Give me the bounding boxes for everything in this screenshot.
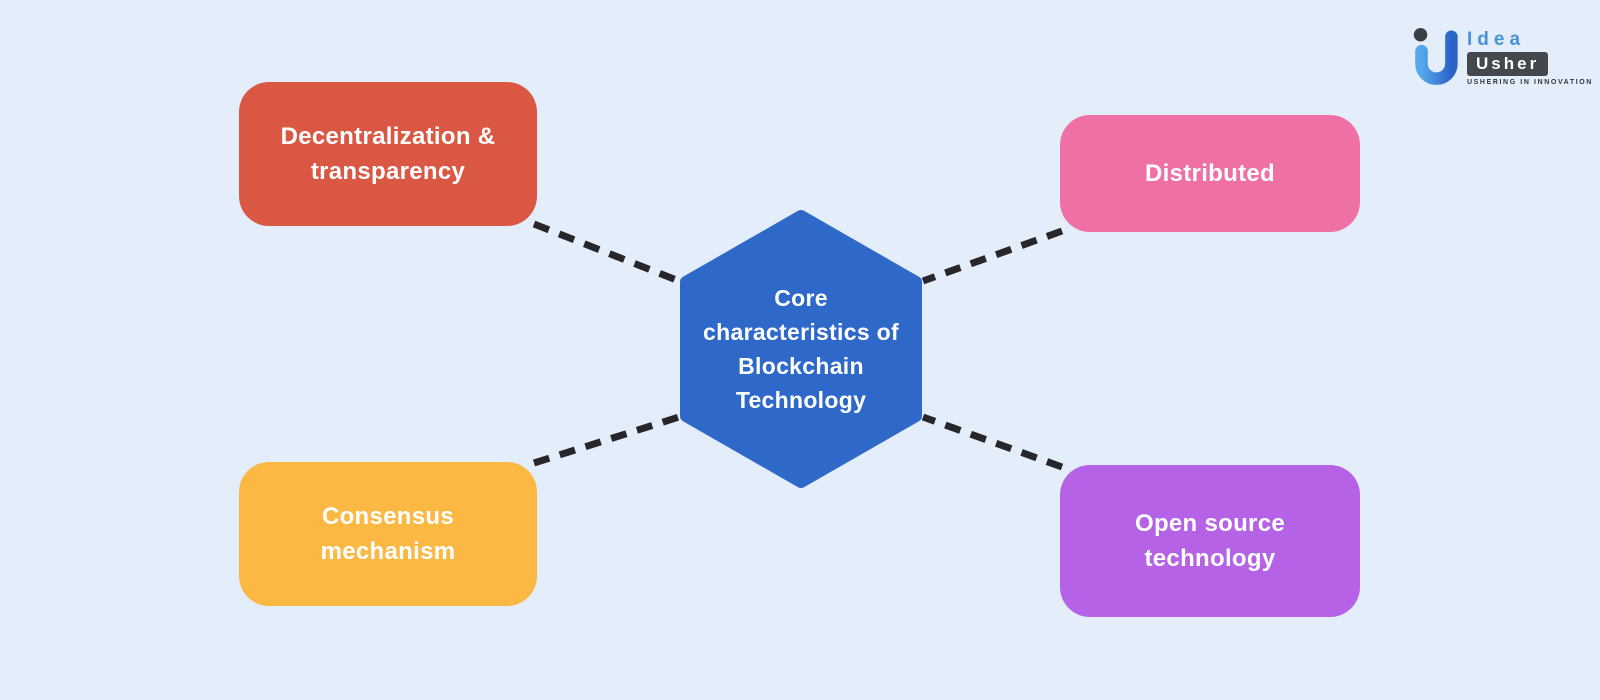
center-hexagon bbox=[680, 210, 922, 488]
node-label-line: mechanism bbox=[320, 538, 456, 565]
center-label-line: Blockchain bbox=[738, 353, 864, 379]
logo-word-idea: Idea bbox=[1467, 29, 1526, 50]
node-consensus-mechanism: Consensus mechanism bbox=[239, 462, 537, 606]
idea-usher-logo: Idea Usher USHERING IN INNOVATION bbox=[1408, 24, 1593, 88]
connector-line-bottom-left bbox=[532, 413, 681, 467]
node-label-line: Distributed bbox=[1145, 160, 1275, 187]
node-open-source-technology: Open source technology bbox=[1060, 465, 1360, 617]
logo-dot-icon bbox=[1413, 28, 1428, 42]
logo-wordmark: Idea Usher USHERING IN INNOVATION bbox=[1467, 30, 1593, 86]
logo-word-usher-box: Usher bbox=[1467, 52, 1549, 76]
node-label-line: Consensus bbox=[321, 503, 455, 530]
node-label-line: Decentralization & bbox=[280, 123, 496, 150]
center-label-line: Technology bbox=[735, 387, 867, 413]
node-decentralization-transparency: Decentralization & transparency bbox=[239, 82, 537, 226]
node-label-line: transparency bbox=[310, 158, 466, 185]
node-label-line: Open source bbox=[1134, 510, 1285, 537]
connector-line-top-left bbox=[532, 220, 681, 285]
logo-u-shape bbox=[1415, 30, 1458, 85]
logo-word-usher: Usher bbox=[1476, 54, 1540, 73]
center-label-line: Core bbox=[774, 285, 828, 311]
idea-usher-u-icon bbox=[1413, 28, 1458, 85]
node-label-line: technology bbox=[1144, 545, 1276, 572]
connector-line-top-right bbox=[921, 227, 1064, 285]
logo-tagline: USHERING IN INNOVATION bbox=[1467, 79, 1593, 86]
node-distributed: Distributed bbox=[1060, 115, 1360, 232]
connector-line-bottom-right bbox=[921, 413, 1064, 471]
center-node-label: Core characteristics of Blockchain Techn… bbox=[681, 281, 921, 417]
center-label-line: characteristics of bbox=[703, 319, 899, 345]
